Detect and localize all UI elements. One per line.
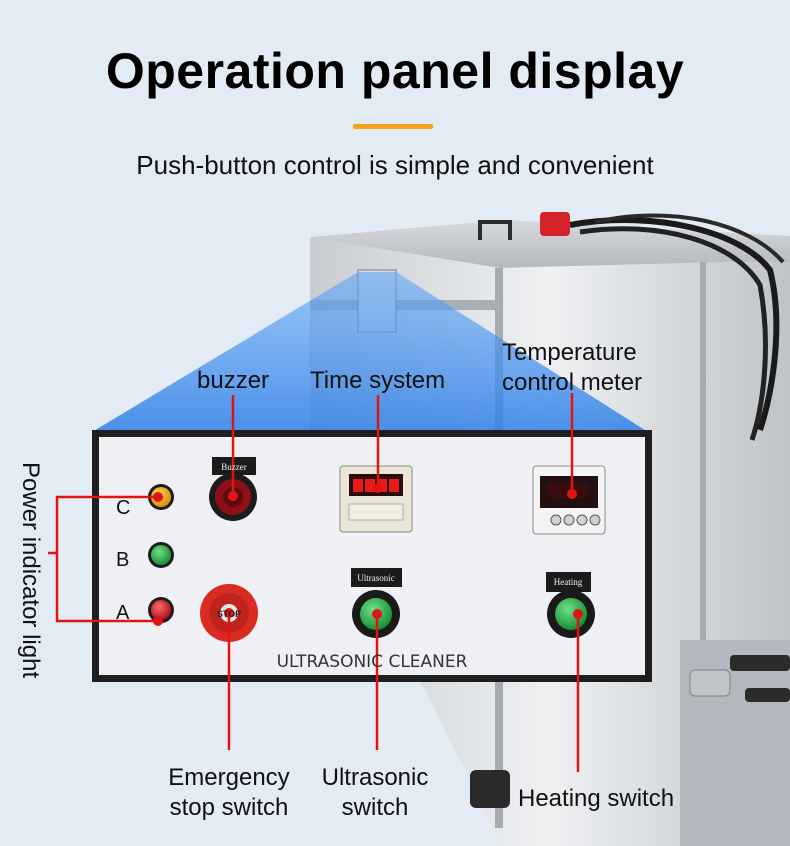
callout-temp-line2: control meter [502,369,643,396]
indicator-label-c: C [116,497,130,519]
callout-temp-line1: Temperature [502,339,637,366]
callout-lines [48,393,580,772]
callout-time-system: Time system [310,367,446,394]
callout-emergency-line1: Emergency [168,764,290,791]
panel-brand-text: ULTRASONIC CLEANER [277,652,468,672]
ultrasonic-plate-label: Ultrasonic [357,573,395,583]
callout-heating-switch: Heating switch [518,785,675,812]
indicator-light-b [148,542,174,568]
projection-beam [92,272,648,432]
indicator-label-a: A [116,602,130,624]
callout-emergency-line2: stop switch [169,794,289,821]
page-title: Operation panel display [105,43,685,99]
callout-buzzer: buzzer [197,367,270,394]
stop-button-text: STOP [217,609,241,619]
callout-power-indicator: Power indicator light [17,462,44,679]
callout-ultrasonic-line1: Ultrasonic [321,764,429,791]
time-relay-display [339,465,413,533]
indicator-label-b: B [116,549,129,571]
callout-dots [153,483,583,626]
callout-ultrasonic-line2: switch [341,794,409,821]
buzzer-plate-label: Buzzer [221,462,246,472]
heating-plate-label: Heating [554,577,583,587]
indicator-light-a [148,597,174,623]
title-accent-bar [353,124,433,129]
temperature-controller [532,465,606,535]
page-subtitle: Push-button control is simple and conven… [136,150,654,180]
